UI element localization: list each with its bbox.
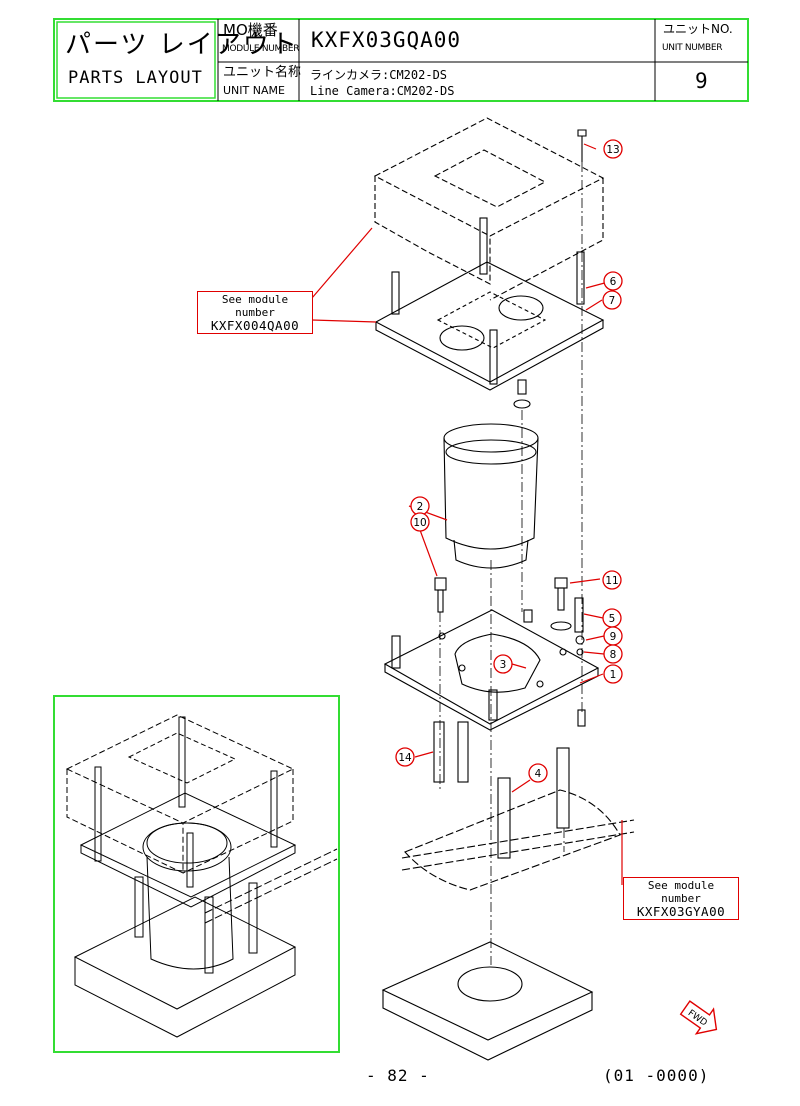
balloon-13: 13 (606, 144, 619, 156)
balloon-4: 4 (535, 768, 542, 780)
balloon-3: 3 (500, 659, 507, 671)
callout-bottom: See module number KXFX03GYA00 (623, 877, 739, 920)
standoffs (433, 709, 586, 859)
post-front (488, 689, 498, 721)
base-rails (401, 789, 635, 891)
balloon-2: 2 (417, 501, 424, 513)
balloon-7: 7 (609, 295, 616, 307)
callout-top: See module number KXFX004QA00 (197, 291, 313, 334)
header-table: パーツ レイアウト PARTS LAYOUT MO機番 MODULE NUMBE… (53, 18, 749, 102)
bolt-11 (550, 577, 572, 631)
assembled-view-frame (53, 695, 340, 1053)
camera-body (443, 423, 539, 569)
page-number: - 82 - (366, 1066, 430, 1085)
center-fastener (513, 379, 531, 409)
top-frame (373, 117, 605, 301)
bolt-10 (434, 577, 447, 613)
assembled-view (65, 714, 338, 1038)
balloon-10: 10 (413, 517, 426, 529)
fwd-arrow: FWD (679, 1000, 718, 1035)
washer-9 (575, 635, 585, 645)
balloon-11: 11 (605, 575, 618, 587)
unit-no-label-jp: ユニットNO. (663, 22, 733, 36)
unit-name-label-en: UNIT NAME (223, 84, 285, 97)
centerlines (439, 162, 583, 965)
washer-8 (576, 648, 584, 656)
title-en: PARTS LAYOUT (68, 68, 203, 88)
top-plate (374, 261, 605, 391)
revision-code: (01 -0000) (603, 1066, 710, 1085)
small-bolt (523, 609, 533, 623)
unit-name-label-jp: ユニット名称 (223, 65, 302, 80)
header-grid (53, 18, 749, 102)
balloon-8: 8 (610, 649, 617, 661)
base-block (381, 941, 594, 1061)
callout-bottom-module: KXFX03GYA00 (636, 904, 726, 919)
unit-no-value: 9 (695, 69, 709, 93)
screw-13 (577, 129, 587, 162)
part-balloons (395, 139, 623, 783)
unit-no-label-en: UNIT NUMBER (662, 43, 723, 53)
top-posts (391, 217, 585, 385)
balloon-14: 14 (398, 752, 412, 764)
callout-top-label: See module number (221, 293, 289, 319)
balloon-5: 5 (609, 613, 616, 625)
part-labels: 13 6 7 2 10 11 5 9 8 1 3 4 14 (398, 144, 619, 780)
title-jp: パーツ レイアウト (65, 30, 299, 60)
unit-name-jp: ラインカメラ:CM202-DS (310, 68, 448, 82)
module-number: KXFX03GQA00 (311, 28, 462, 52)
mo-label-jp: MO機番 (223, 21, 278, 39)
spacer-5 (574, 597, 584, 633)
post-left (391, 635, 401, 669)
callout-bottom-label: See module number (647, 879, 715, 905)
balloon-9: 9 (610, 631, 617, 643)
mo-label-en: MODULE NUMBER (222, 44, 300, 54)
balloon-6: 6 (610, 276, 617, 288)
bottom-plate (383, 609, 600, 731)
balloon-1: 1 (610, 669, 617, 681)
callout-top-module: KXFX004QA00 (210, 318, 300, 333)
unit-name-en: Line Camera:CM202-DS (310, 84, 455, 98)
